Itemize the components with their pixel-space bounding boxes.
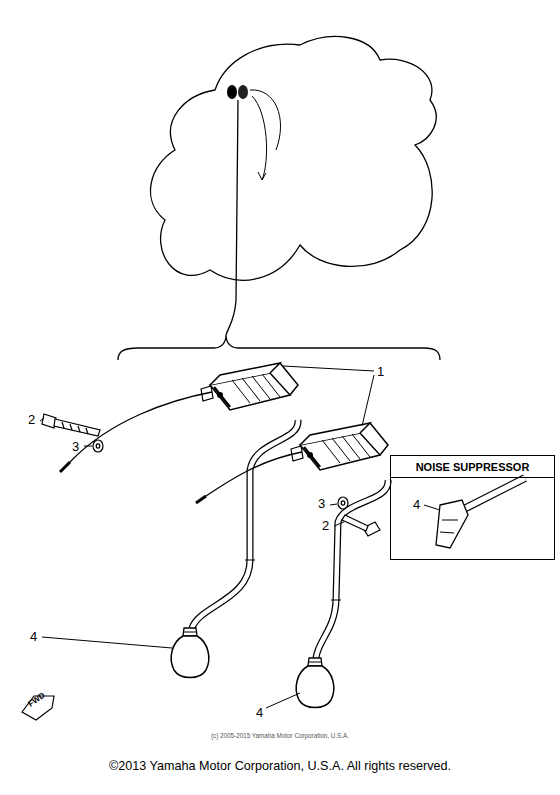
callout-number: 4 [256, 706, 263, 719]
callout-number: 4 [413, 498, 420, 511]
panel-heading: NOISE SUPPRESSOR [391, 456, 554, 478]
callout-number: 2 [322, 519, 329, 532]
copyright-note: (c) 2005-2015 Yamaha Motor Corporation, … [0, 733, 560, 739]
callout-number: 4 [30, 630, 37, 643]
callout-number: 3 [72, 440, 79, 453]
callout-number: 2 [28, 413, 35, 426]
callout-number: 1 [377, 365, 384, 378]
callout-number: 3 [318, 497, 325, 510]
copyright-note: ©2013 Yamaha Motor Corporation, U.S.A. A… [0, 760, 560, 773]
